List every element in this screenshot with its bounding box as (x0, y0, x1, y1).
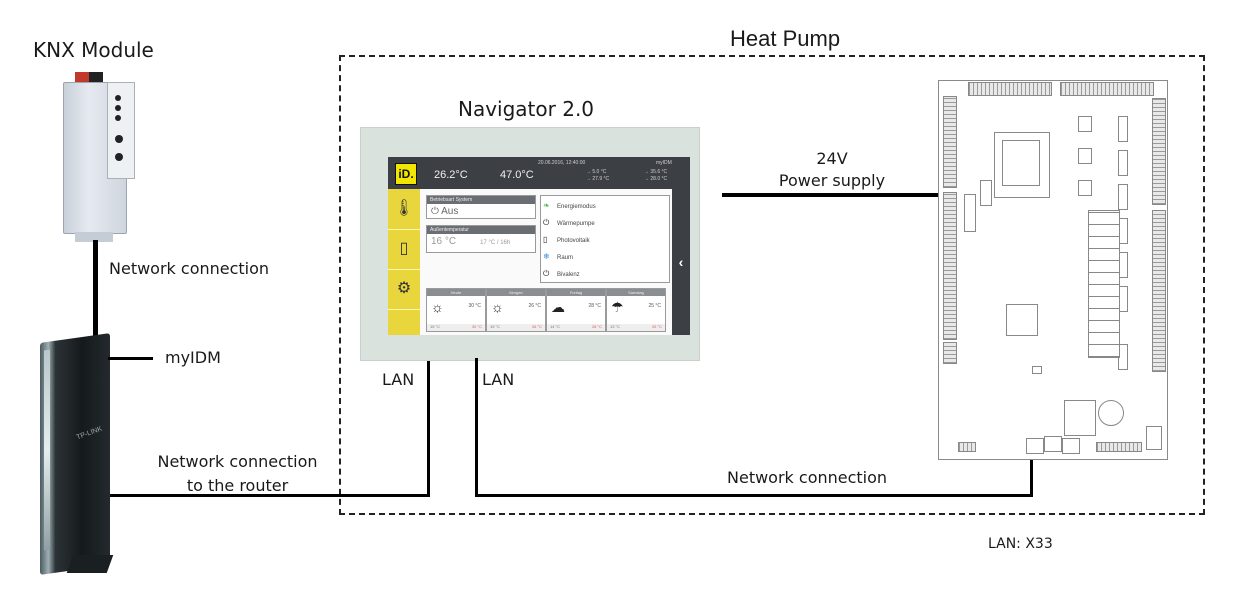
lan-x33-label: LAN: X33 (988, 536, 1053, 552)
knx-module-label: KNX Module (33, 38, 154, 62)
screen-datetime: 20.06.2016, 12:40:00 (538, 160, 586, 166)
system-mode-header: Betriebsart System (427, 196, 535, 204)
router-lan-wire-v (427, 358, 430, 497)
forecast-saturday: Samstag ☂ 25 °C 13 °C 25 °C (606, 288, 666, 332)
nav-back-arrow[interactable]: ‹ (672, 189, 690, 335)
forecast-friday: Freitag ☁ 28 °C 14 °C 28 °C (546, 288, 606, 332)
sun-icon: ☼ (431, 299, 444, 315)
power-voltage: 24V (816, 149, 848, 168)
navigator-lan-wire-h (475, 494, 1033, 497)
mode-bivalenz[interactable]: ⏻Bivalenz (543, 269, 580, 278)
buffer-temp: 26.2°C (434, 169, 468, 181)
forecast-low: 13 °C (610, 324, 621, 329)
tank-temp-a: → 35.6 °C (644, 169, 668, 175)
forecast-day: Freitag (547, 289, 605, 296)
mode-raum[interactable]: ❄Raum (543, 252, 574, 261)
board-lan-wire-v (1030, 460, 1033, 497)
forecast-low: 15 °C (490, 324, 501, 329)
heat-pump-boundary (339, 55, 1205, 515)
heat-pump-title: Heat Pump (730, 26, 841, 51)
outdoor-temp-header: Außentemperatur (427, 226, 535, 234)
lan-right-label: LAN (482, 370, 515, 389)
forecast-low: 15 °C (430, 324, 441, 329)
idm-logo: iD. (395, 163, 417, 185)
mode-photovoltaik[interactable]: ▯Photovoltaik (543, 235, 590, 244)
navigator-lan-wire-v (475, 358, 478, 497)
navigator-screen: iD. 20.06.2016, 12:40:00 myIDM 26.2°C 47… (388, 157, 690, 335)
router-device: TP-LINK (30, 330, 115, 580)
power-supply-wire (722, 193, 940, 197)
knx-network-connection-label: Network connection (109, 259, 270, 278)
screen-status-bar: iD. 20.06.2016, 12:40:00 myIDM 26.2°C 47… (388, 157, 690, 189)
myidm-label: myIDM (165, 348, 221, 367)
forecast-high: 28 °C (591, 324, 602, 329)
forecast-temp: 30 °C (468, 303, 481, 309)
forecast-day: Heute (427, 289, 485, 296)
screen-sidebar: 🌡 ▯ ⚙ (388, 189, 420, 335)
forecast-high: 25 °C (651, 324, 662, 329)
tank-icon[interactable]: ▯ (388, 229, 420, 270)
power-supply-label: 24V Power supply (762, 148, 902, 192)
thermometer-icon[interactable]: 🌡 (388, 189, 420, 230)
system-mode-value: Aus (441, 206, 459, 217)
cloud-rain-icon: ☂ (611, 299, 624, 315)
modes-list: ❧Energiemodus ⏻Wärmepumpe ▯Photovoltaik … (540, 195, 670, 283)
navigator-label: Navigator 2.0 (458, 97, 595, 121)
circuit-temp-b: → 27.9 °C (586, 176, 610, 182)
outdoor-temp-card: Außentemperatur 16 °C 17 °C / 16h (426, 225, 536, 253)
knx-router-wire (93, 240, 98, 336)
forecast-high: 30 °C (471, 324, 482, 329)
forecast-temp: 25 °C (648, 303, 661, 309)
router-network-connection-label: Network connection to the router (157, 452, 318, 495)
screen-user: myIDM (656, 160, 672, 166)
forecast-tomorrow: Morgen ☼ 26 °C 15 °C 26 °C (486, 288, 546, 332)
tank-temp-b: → 28.0 °C (644, 176, 668, 182)
forecast-low: 14 °C (550, 324, 561, 329)
mode-energiemodus[interactable]: ❧Energiemodus (543, 201, 596, 210)
forecast-today: Heute ☼ 30 °C 15 °C 30 °C (426, 288, 486, 332)
power-icon: ⏻ (431, 206, 442, 217)
gear-icon[interactable]: ⚙ (388, 269, 420, 310)
knx-module-device (55, 72, 135, 242)
mode-waermepumpe[interactable]: ⏻Wärmepumpe (543, 218, 595, 227)
forecast-day: Morgen (487, 289, 545, 296)
system-mode-card[interactable]: Betriebsart System ⏻ Aus (426, 195, 536, 219)
router-lan-wire-h (110, 494, 430, 497)
power-label: Power supply (778, 171, 886, 190)
cloud-icon: ☁ (551, 299, 565, 315)
outdoor-temp-extra: 17 °C / 16h (480, 240, 511, 246)
circuit-temp-a: → 5.0 °C (586, 169, 607, 175)
outdoor-temp-value: 16 °C (431, 236, 457, 247)
dhw-temp: 47.0°C (500, 169, 534, 181)
myidm-pointer-line (108, 357, 153, 360)
sun-icon: ☼ (491, 299, 504, 315)
forecast-temp: 28 °C (588, 303, 601, 309)
controller-board (938, 80, 1168, 460)
forecast-high: 26 °C (531, 324, 542, 329)
forecast-temp: 26 °C (528, 303, 541, 309)
board-network-connection-label: Network connection (727, 468, 888, 487)
forecast-day: Samstag (607, 289, 665, 296)
lan-left-label: LAN (382, 370, 415, 389)
